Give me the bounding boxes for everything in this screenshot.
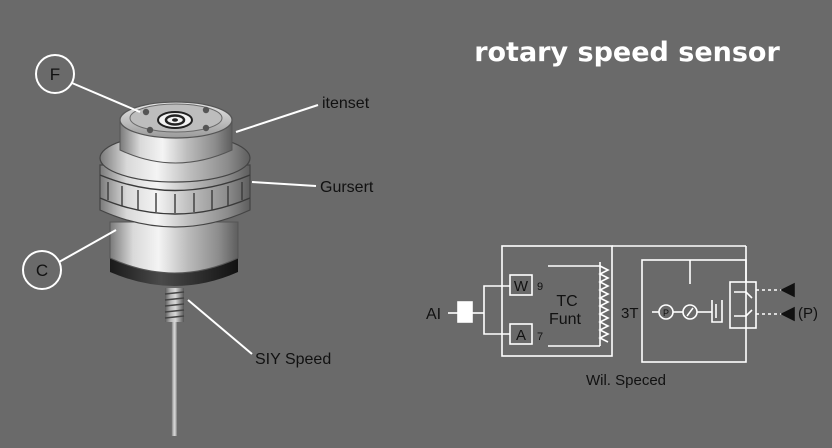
top-leader — [235, 104, 319, 133]
top-label: itenset — [322, 95, 370, 112]
a-box — [509, 323, 533, 345]
diagram-title: rotary speed sensor — [474, 37, 780, 68]
screw-2 — [202, 106, 210, 114]
c-leader — [58, 229, 117, 263]
left-block — [501, 245, 613, 357]
input-element — [457, 301, 473, 323]
c-marker-label: C — [36, 261, 48, 280]
lower-body — [109, 221, 239, 274]
left-input-label: AI — [426, 306, 441, 323]
c-marker-circle — [22, 250, 62, 290]
w-box-label: W — [514, 278, 529, 295]
band-grooves — [99, 174, 251, 215]
w-box — [509, 274, 533, 296]
middle-label: Gursert — [320, 179, 374, 196]
f-marker-label: F — [50, 65, 60, 84]
screw-4 — [202, 124, 210, 132]
center-text-1: TC — [556, 293, 577, 310]
w-box-suffix: 9 — [537, 281, 543, 293]
right-group-label: 3T — [621, 305, 639, 322]
sensor-illustration — [99, 101, 251, 436]
callouts: F C itenset Gursert SIY Speed — [22, 54, 374, 368]
a-box-suffix: 7 — [537, 331, 543, 343]
bottom-label: SIY Speed — [255, 351, 331, 368]
schematic-labels: AI W 9 A 7 TC Funt 3T P (P) Wil. Speced — [426, 278, 818, 389]
center-text-2: Funt — [549, 311, 582, 328]
center-sensor-icon — [157, 111, 193, 129]
output-box — [729, 281, 757, 329]
schematic-caption: Wil. Speced — [586, 372, 666, 389]
threaded-neck — [164, 288, 185, 322]
f-leader — [71, 82, 141, 113]
right-block — [641, 259, 747, 363]
schematic — [448, 245, 795, 363]
middle-leader — [251, 181, 317, 187]
coil — [598, 265, 610, 343]
output-arrows — [756, 282, 795, 322]
gauge-1-label: P — [663, 308, 669, 318]
bottom-leader — [187, 299, 253, 355]
right-output-label: (P) — [798, 305, 818, 322]
a-box-label: A — [516, 327, 526, 344]
f-marker-circle — [35, 54, 75, 94]
probe-rod — [171, 318, 178, 436]
screw-3 — [146, 126, 154, 134]
screw-1 — [142, 108, 150, 116]
